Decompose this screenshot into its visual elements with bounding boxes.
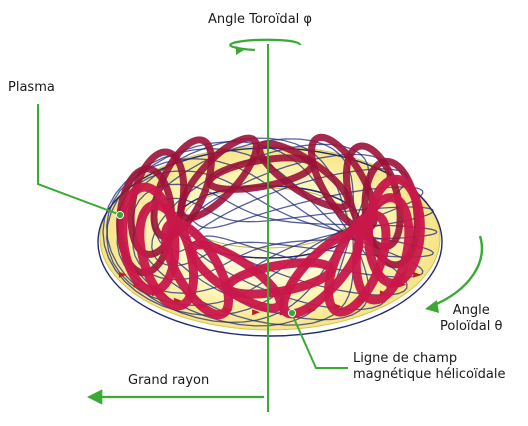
poloidal-angle-label-line2: Poloïdal θ (440, 319, 502, 335)
field-line-label: Ligne de champ magnétique hélicoïdale (353, 351, 505, 383)
major-radius-label: Grand rayon (128, 373, 209, 389)
poloidal-angle-label: Angle Poloïdal θ (440, 303, 502, 335)
toroidal-angle-label: Angle Toroïdal φ (208, 12, 312, 28)
field-line-label-line2: magnétique hélicoïdale (353, 367, 505, 383)
field-line-label-line1: Ligne de champ (353, 351, 505, 367)
plasma-label: Plasma (8, 80, 55, 96)
curved-arrow-icon (230, 40, 300, 55)
poloidal-angle-label-line1: Angle (440, 303, 502, 319)
